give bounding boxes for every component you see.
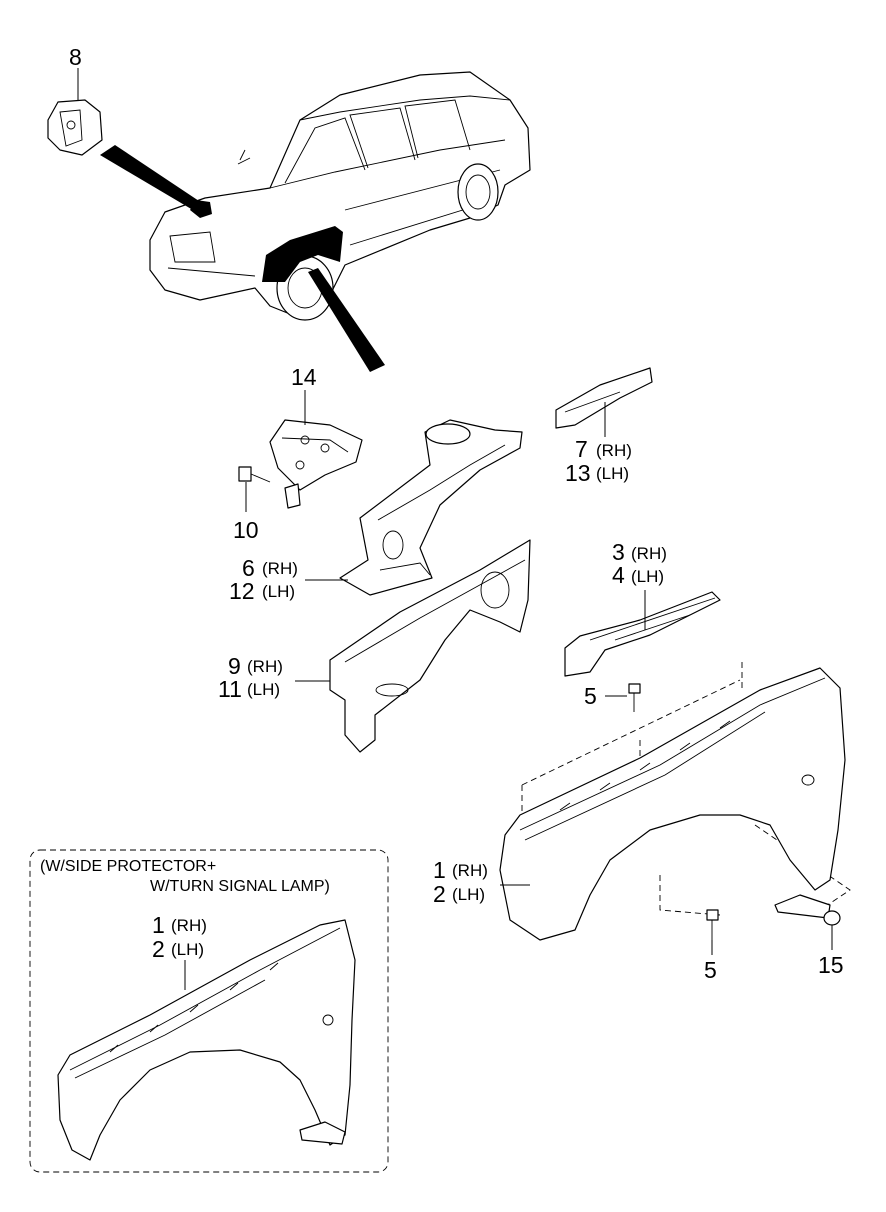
callout-6-side: (RH) [262,559,298,578]
car-illustration [100,71,531,372]
callout-5-lower: 5 [704,957,717,983]
inset-line-2: W/TURN SIGNAL LAMP) [150,878,330,895]
callout-7-side: (RH) [596,441,632,460]
inset-line-1: (W/SIDE PROTECTOR+ [40,858,216,875]
hood-hinge-bracket [47,68,103,156]
front-rail-extension [555,367,653,437]
callout-4-side: (LH) [631,567,664,586]
callout-1: 1 [433,857,446,883]
screw-5-upper [605,683,641,712]
callout-2: 2 [433,881,446,907]
callout-14: 14 [291,364,317,390]
inset-callout-2: 2 [152,936,165,962]
side-member [564,590,721,677]
callout-3-side: (RH) [631,544,667,563]
inset-callout-1: 1 [152,912,165,938]
callout-13-side: (LH) [596,464,629,483]
callout-4: 4 [612,562,625,588]
callout-11: 11 [218,676,242,702]
callout-8: 8 [69,44,82,70]
callout-5-upper: 5 [584,683,597,709]
nut-15 [823,910,841,950]
callout-15: 15 [818,952,844,978]
inset-callout-1-side: (RH) [171,916,207,935]
callout-9: 9 [228,653,241,679]
inset-callout-2-side: (LH) [171,940,204,959]
screw-5-lower [706,909,719,955]
callout-3: 3 [612,539,625,565]
callout-12-side: (LH) [262,582,295,601]
callout-13: 13 [565,460,591,486]
callout-7: 7 [575,436,588,462]
callout-2-side: (LH) [452,885,485,904]
front-apron-panel [295,539,531,753]
callout-1-side: (RH) [452,861,488,880]
variant-inset [29,849,389,1173]
callout-12: 12 [229,578,255,604]
callout-9-side: (RH) [247,657,283,676]
wheel-house-apron [305,419,523,596]
callout-6: 6 [242,555,255,581]
callout-10: 10 [233,517,259,543]
callout-11-side: (LH) [247,680,280,699]
bolt-10 [238,466,271,512]
front-fender-main [499,662,851,941]
support-bracket [269,390,363,509]
